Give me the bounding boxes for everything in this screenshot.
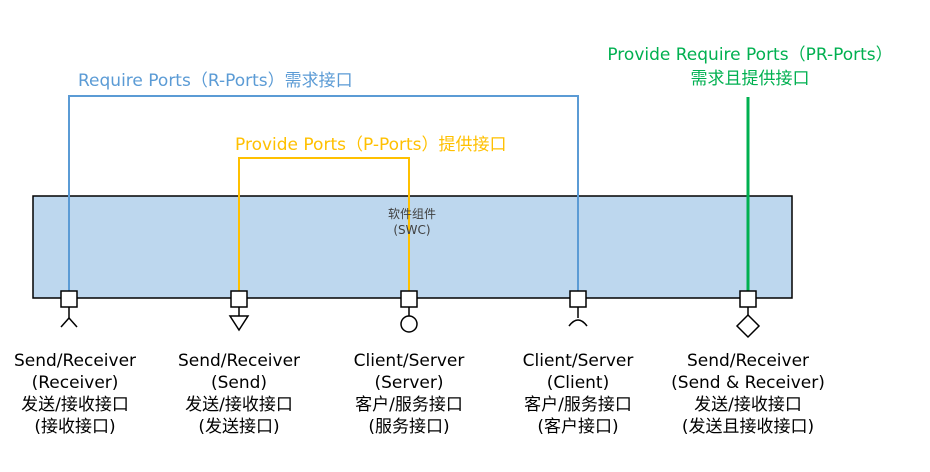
port-label-line: Client/Server	[522, 351, 634, 371]
send-receive-diamond-icon	[735, 307, 761, 339]
port-label-line: 发送/接收接口	[694, 395, 802, 415]
port-label-line: 客户/服务接口	[355, 395, 463, 415]
port-label-line: (服务接口)	[368, 417, 450, 437]
receiver-fork-icon	[60, 307, 78, 328]
provide-ports-label: Provide Ports（P-Ports）提供接口	[235, 135, 507, 155]
pr-ports-label-line1: Provide Require Ports（PR-Ports）	[607, 45, 893, 65]
port-label-line: (客户接口)	[537, 417, 619, 437]
swc-box	[32, 195, 793, 299]
require-ports-bracket	[68, 95, 579, 292]
port-square-client	[569, 290, 587, 308]
require-ports-label: Require Ports（R-Ports）需求接口	[78, 71, 353, 91]
port-label-line: (接收接口)	[34, 417, 116, 437]
server-circle-icon	[400, 307, 418, 333]
port-label-line: (Send & Receiver)	[671, 373, 825, 393]
port-label-line: (发送且接收接口)	[681, 417, 815, 437]
port-label-line: Client/Server	[353, 351, 465, 371]
port-label-line: Send/Receiver	[177, 351, 301, 371]
port-label-line: 客户/服务接口	[524, 395, 632, 415]
port-label-line: Send/Receiver	[686, 351, 810, 371]
port-label-line: 发送/接收接口	[185, 395, 293, 415]
provide-ports-bracket	[238, 157, 410, 292]
port-label-line: 发送/接收接口	[21, 395, 129, 415]
sender-triangle-icon	[228, 307, 250, 332]
port-label-receiver: Send/Receiver (Receiver) 发送/接收接口 (接收接口)	[0, 350, 165, 438]
swc-name: 软件组件	[387, 207, 436, 221]
port-square-sender	[230, 290, 248, 308]
port-label-client: Client/Server (Client) 客户/服务接口 (客户接口)	[488, 350, 668, 438]
port-label-line: Send/Receiver	[13, 351, 137, 371]
port-label-server: Client/Server (Server) 客户/服务接口 (服务接口)	[319, 350, 499, 438]
port-label-line: (Client)	[546, 373, 610, 393]
port-square-sendreceive	[739, 290, 757, 308]
port-label-line: (Server)	[374, 373, 444, 393]
port-label-sendreceive: Send/Receiver (Send & Receiver) 发送/接收接口 …	[658, 350, 838, 438]
port-label-sender: Send/Receiver (Send) 发送/接收接口 (发送接口)	[149, 350, 329, 438]
port-square-receiver	[60, 290, 78, 308]
port-label-line: (发送接口)	[198, 417, 280, 437]
port-square-server	[400, 290, 418, 308]
pr-ports-label-line2: 需求且提供接口	[690, 69, 810, 89]
client-cup-icon	[568, 307, 588, 327]
swc-abbr: (SWC)	[393, 223, 431, 237]
port-label-line: (Receiver)	[31, 373, 119, 393]
port-label-line: (Send)	[210, 373, 268, 393]
